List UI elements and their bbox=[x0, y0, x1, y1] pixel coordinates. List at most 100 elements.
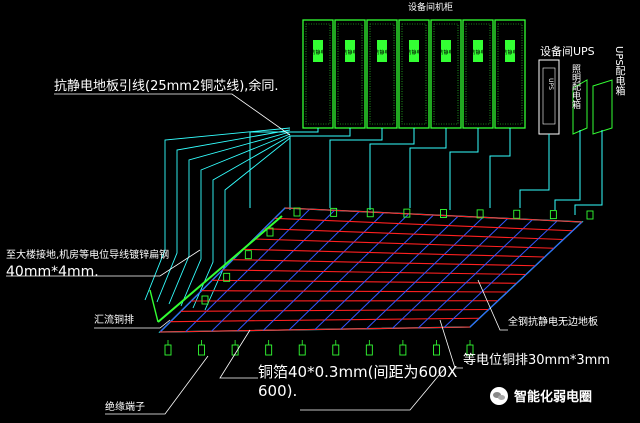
rack-tag bbox=[313, 40, 323, 62]
insulator-post bbox=[440, 209, 447, 218]
rack-tag-text: 防静电 bbox=[374, 49, 389, 56]
floor-label: 全钢抗静电无边地板 bbox=[508, 317, 598, 328]
riser-wire bbox=[144, 127, 291, 301]
bus-bar-label: 汇流铜排 bbox=[94, 315, 134, 326]
copper-strip-row bbox=[253, 238, 555, 249]
rack-door-mesh bbox=[465, 23, 491, 125]
ups-cabinet bbox=[538, 59, 560, 135]
copper-strip-diagonal bbox=[443, 220, 558, 328]
ground-lead-label: 抗静电地板引线(25mm2铜芯线),余同. bbox=[54, 79, 279, 94]
rack-door-mesh bbox=[401, 23, 427, 125]
rack-title: 设备间机柜 bbox=[408, 3, 454, 13]
ups-top-label: 设备间UPS bbox=[540, 45, 595, 58]
rack-door-mesh bbox=[305, 23, 331, 125]
bus-bar bbox=[157, 215, 283, 323]
watermark: 智能化弱电圈 bbox=[490, 386, 592, 405]
riser-wire bbox=[168, 131, 291, 305]
insulator-label: 绝缘端子 bbox=[105, 402, 145, 413]
lighting-distribution-box bbox=[572, 79, 588, 135]
copper-strip-row bbox=[222, 269, 527, 276]
copper-mesh-label-line1: 铜箔40*0.3mm(间距为600X bbox=[258, 363, 458, 381]
insulator-post bbox=[198, 344, 206, 356]
bond-strap-leader bbox=[439, 319, 463, 369]
riser-label-line1: 至大楼接地,机房等电位导线镀锌扁钢 bbox=[6, 250, 170, 261]
insulator-post bbox=[265, 344, 273, 356]
wechat-icon bbox=[490, 386, 508, 405]
rack-tag bbox=[473, 40, 483, 62]
bond-strap-label: 等电位铜排30mm*3mm bbox=[463, 353, 610, 368]
rack-tag bbox=[409, 40, 419, 62]
equipment-rack bbox=[334, 19, 366, 129]
rack-tag-text: 防静电 bbox=[502, 49, 517, 56]
equipment-rack bbox=[398, 19, 430, 129]
riser-wire bbox=[192, 135, 291, 309]
rack-tag bbox=[505, 40, 515, 62]
rack-tag-text: 防静电 bbox=[310, 49, 325, 56]
rack-tag-text: 防静电 bbox=[406, 49, 421, 56]
ground-lead-wire bbox=[489, 128, 511, 208]
insulator-post bbox=[432, 344, 440, 356]
copper-strip-row bbox=[274, 217, 573, 232]
ups-box-ground-wire bbox=[574, 130, 603, 215]
ups-ground-wire bbox=[519, 134, 550, 208]
ground-lead-wire bbox=[329, 128, 383, 208]
insulator-post bbox=[399, 344, 407, 356]
insulator-post bbox=[164, 344, 172, 356]
copper-strip-diagonal bbox=[469, 221, 583, 328]
rack-tag-text: 防静电 bbox=[438, 49, 453, 56]
insulator-leader bbox=[105, 355, 209, 415]
riser-wire bbox=[156, 129, 291, 303]
ups-right-label: UPS配电箱 bbox=[613, 46, 624, 96]
insulator-post bbox=[266, 227, 274, 237]
watermark-text: 智能化弱电圈 bbox=[514, 390, 593, 405]
equipment-rack bbox=[430, 19, 462, 129]
ups-panel bbox=[542, 67, 556, 125]
insulator-post bbox=[476, 209, 484, 219]
rack-door-mesh bbox=[369, 23, 395, 125]
floor-leader bbox=[477, 279, 508, 331]
insulator-post bbox=[244, 250, 252, 260]
bus-bar-leader bbox=[94, 319, 171, 329]
riser-wire bbox=[204, 137, 291, 311]
equipment-rack bbox=[366, 19, 398, 129]
copper-mesh-leader bbox=[219, 329, 258, 379]
rack-tag bbox=[377, 40, 387, 62]
rack-tag-text: 防静电 bbox=[470, 49, 485, 56]
rack-tag bbox=[441, 40, 451, 62]
lighting-box-ground-wire bbox=[554, 130, 581, 210]
bus-bar-riser bbox=[149, 289, 159, 323]
copper-mesh-label-line2: 600). bbox=[258, 382, 298, 400]
ups-distribution-box bbox=[592, 79, 613, 135]
insulator-post bbox=[366, 208, 374, 218]
ground-lead-wire bbox=[369, 128, 415, 210]
insulator-post bbox=[332, 344, 340, 356]
ground-lead-wire bbox=[289, 128, 351, 210]
rack-door-mesh bbox=[337, 23, 363, 125]
insulator-post bbox=[403, 208, 411, 218]
insulator-post bbox=[298, 344, 306, 356]
riser-wire bbox=[180, 133, 291, 307]
rack-tag bbox=[345, 40, 355, 62]
insulator-post bbox=[513, 209, 521, 219]
riser-label-line2: 40mm*4mm. bbox=[6, 264, 99, 280]
insulator-post bbox=[330, 207, 338, 217]
insulator-post bbox=[223, 272, 231, 282]
equipment-rack bbox=[302, 19, 334, 129]
equipment-rack bbox=[462, 19, 494, 129]
copper-strip-row bbox=[284, 207, 583, 223]
lighting-box-label: 照明配电箱 bbox=[570, 64, 580, 109]
copper-strip-row bbox=[264, 228, 564, 241]
ground-lead-wire bbox=[409, 128, 447, 208]
ground-lead-leader bbox=[54, 93, 291, 136]
insulator-post bbox=[201, 295, 209, 305]
equipment-rack bbox=[494, 19, 526, 129]
ground-lead-wire bbox=[449, 128, 479, 210]
insulator-post bbox=[586, 210, 594, 220]
insulator-post bbox=[293, 207, 301, 217]
rack-door-mesh bbox=[497, 23, 523, 125]
insulator-post bbox=[549, 210, 557, 220]
ups-vertical-text: UPS bbox=[547, 78, 554, 90]
rack-tag-text: 防静电 bbox=[342, 49, 357, 56]
copper-mesh-leader-2 bbox=[300, 367, 446, 411]
